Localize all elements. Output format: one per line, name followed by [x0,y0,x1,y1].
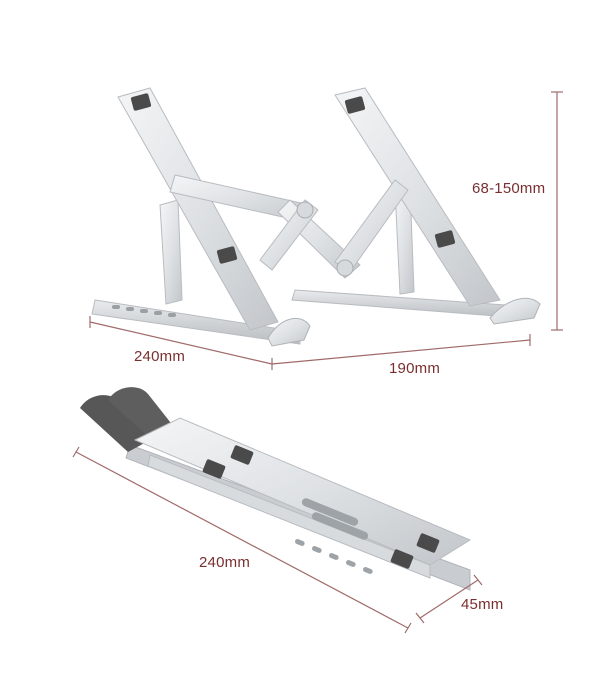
open-depth-label: 240mm [134,348,186,365]
folded-stand [80,387,472,591]
folded-width-label: 45mm [461,596,504,613]
folded-stand-dimension-lines [72,446,483,634]
open-stand-dimension-lines [89,91,563,370]
height-range-label: 68-150mm [472,180,546,197]
open-stand [91,87,541,347]
folded-length-label: 240mm [199,554,251,571]
open-width-label: 190mm [389,360,441,377]
